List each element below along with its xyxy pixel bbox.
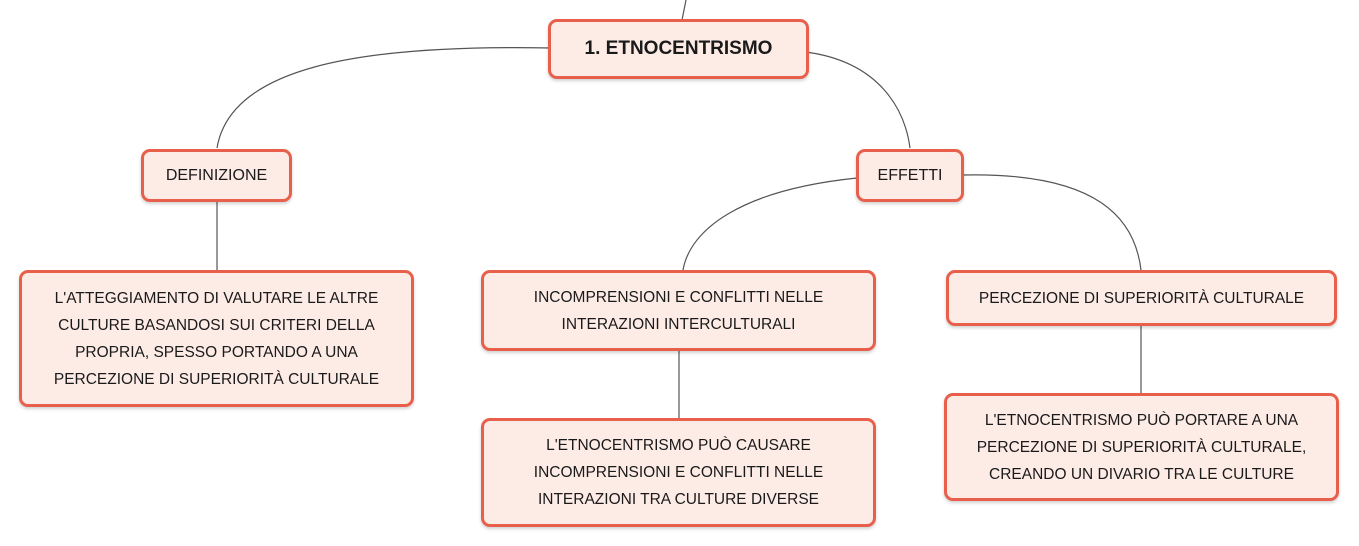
node-definizione[interactable]: DEFINIZIONE [141, 149, 292, 202]
node-definizione-text-label: L'ATTEGGIAMENTO DI VALUTARE LE ALTRE CUL… [53, 289, 380, 388]
connector-parent-to-root [681, 0, 687, 21]
connector-effetti-to-incomprensioni [682, 177, 858, 271]
connector-root-to-effetti [805, 51, 911, 149]
node-superiorita-detail-label: L'ETNOCENTRISMO PUÒ PORTARE A UNA PERCEZ… [976, 411, 1307, 483]
connector-root-to-definizione [216, 47, 553, 149]
node-effetti[interactable]: EFFETTI [856, 149, 964, 202]
root-node-label: 1. ETNOCENTRISMO [584, 38, 773, 59]
node-incomprensioni-detail[interactable]: L'ETNOCENTRISMO PUÒ CAUSARE INCOMPRENSIO… [481, 418, 876, 527]
node-incomprensioni-label: INCOMPRENSIONI E CONFLITTI NELLE INTERAZ… [533, 288, 824, 333]
node-superiorita-detail[interactable]: L'ETNOCENTRISMO PUÒ PORTARE A UNA PERCEZ… [944, 393, 1339, 501]
node-superiorita[interactable]: PERCEZIONE DI SUPERIORITÀ CULTURALE [946, 270, 1337, 326]
node-incomprensioni-detail-label: L'ETNOCENTRISMO PUÒ CAUSARE INCOMPRENSIO… [533, 437, 824, 508]
root-node-etnocentrismo[interactable]: 1. ETNOCENTRISMO [548, 19, 809, 79]
node-superiorita-label: PERCEZIONE DI SUPERIORITÀ CULTURALE [978, 289, 1305, 307]
node-incomprensioni[interactable]: INCOMPRENSIONI E CONFLITTI NELLE INTERAZ… [481, 270, 876, 351]
node-definizione-text[interactable]: L'ATTEGGIAMENTO DI VALUTARE LE ALTRE CUL… [19, 270, 414, 407]
node-effetti-label: EFFETTI [877, 167, 943, 184]
connector-effetti-to-superiorita [962, 174, 1142, 271]
node-definizione-label: DEFINIZIONE [165, 167, 268, 184]
